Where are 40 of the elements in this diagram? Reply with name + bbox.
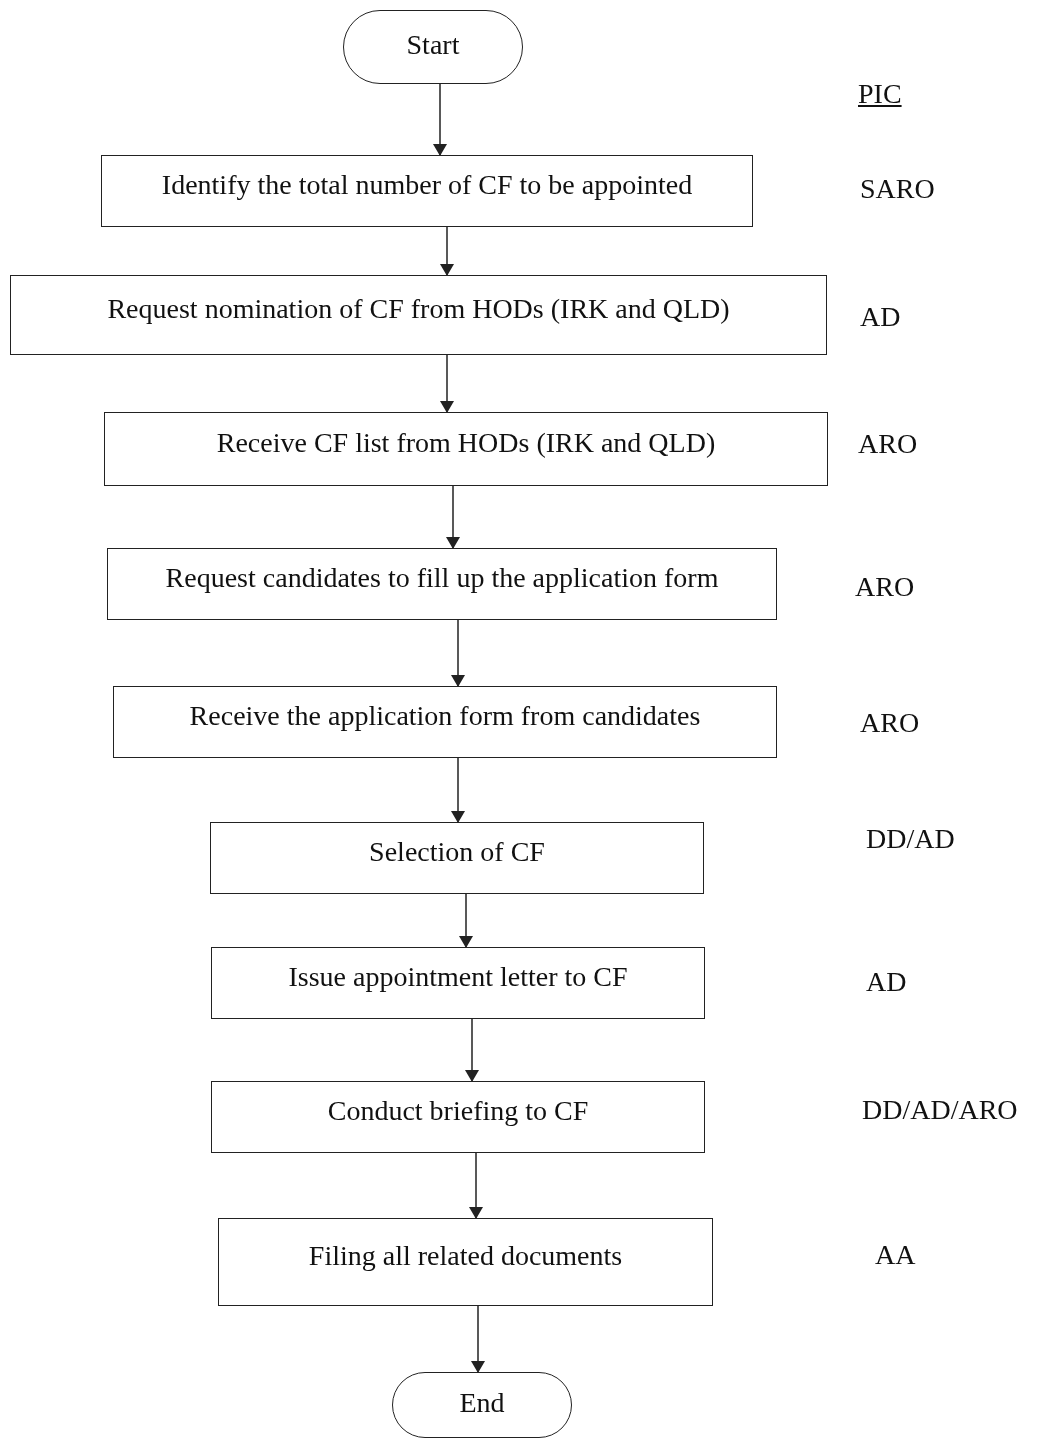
person-in-charge-label: AD: [866, 966, 907, 998]
arrow: [440, 226, 454, 276]
person-in-charge-label: ARO: [855, 571, 915, 603]
process-box: [211, 1081, 705, 1153]
process-box: [113, 686, 777, 758]
process-box: [101, 155, 753, 227]
step-text: Start: [406, 28, 460, 62]
person-in-charge-label: AA: [875, 1239, 916, 1271]
arrow: [446, 485, 460, 549]
step-text: Request nomination of CF from HODs (IRK and QLD): [107, 292, 730, 326]
step-text: Identify the total number of CF to be appointed: [161, 168, 693, 202]
step-text: Receive the application form from candidates: [189, 699, 701, 733]
step-text: Conduct briefing to CF: [327, 1094, 589, 1128]
step-text: Filing all related documents: [308, 1239, 623, 1273]
person-in-charge-label: ARO: [858, 428, 918, 460]
person-in-charge-label: ARO: [860, 707, 920, 739]
person-in-charge-label: AD: [860, 301, 901, 333]
process-box: [210, 822, 704, 894]
step-text: End: [459, 1386, 505, 1420]
process-box: [218, 1218, 713, 1306]
arrow: [433, 83, 447, 156]
column-heading: PIC: [858, 78, 902, 110]
person-in-charge-label: DD/AD: [866, 823, 955, 855]
arrow: [451, 619, 465, 687]
process-box: [104, 412, 828, 486]
step-text: Selection of CF: [369, 835, 545, 869]
arrow: [469, 1152, 483, 1219]
person-in-charge-label: SARO: [860, 173, 935, 205]
arrow: [459, 893, 473, 948]
process-box: [107, 548, 777, 620]
person-in-charge-label: DD/AD/ARO: [862, 1094, 1018, 1126]
arrow: [440, 354, 454, 413]
step-text: Receive CF list from HODs (IRK and QLD): [216, 426, 716, 460]
process-box: [10, 275, 827, 355]
arrow: [471, 1305, 485, 1373]
process-box: [211, 947, 705, 1019]
step-text: Request candidates to fill up the application form: [165, 561, 719, 595]
arrow: [465, 1018, 479, 1082]
step-text: Issue appointment letter to CF: [288, 960, 628, 994]
arrow: [451, 757, 465, 823]
